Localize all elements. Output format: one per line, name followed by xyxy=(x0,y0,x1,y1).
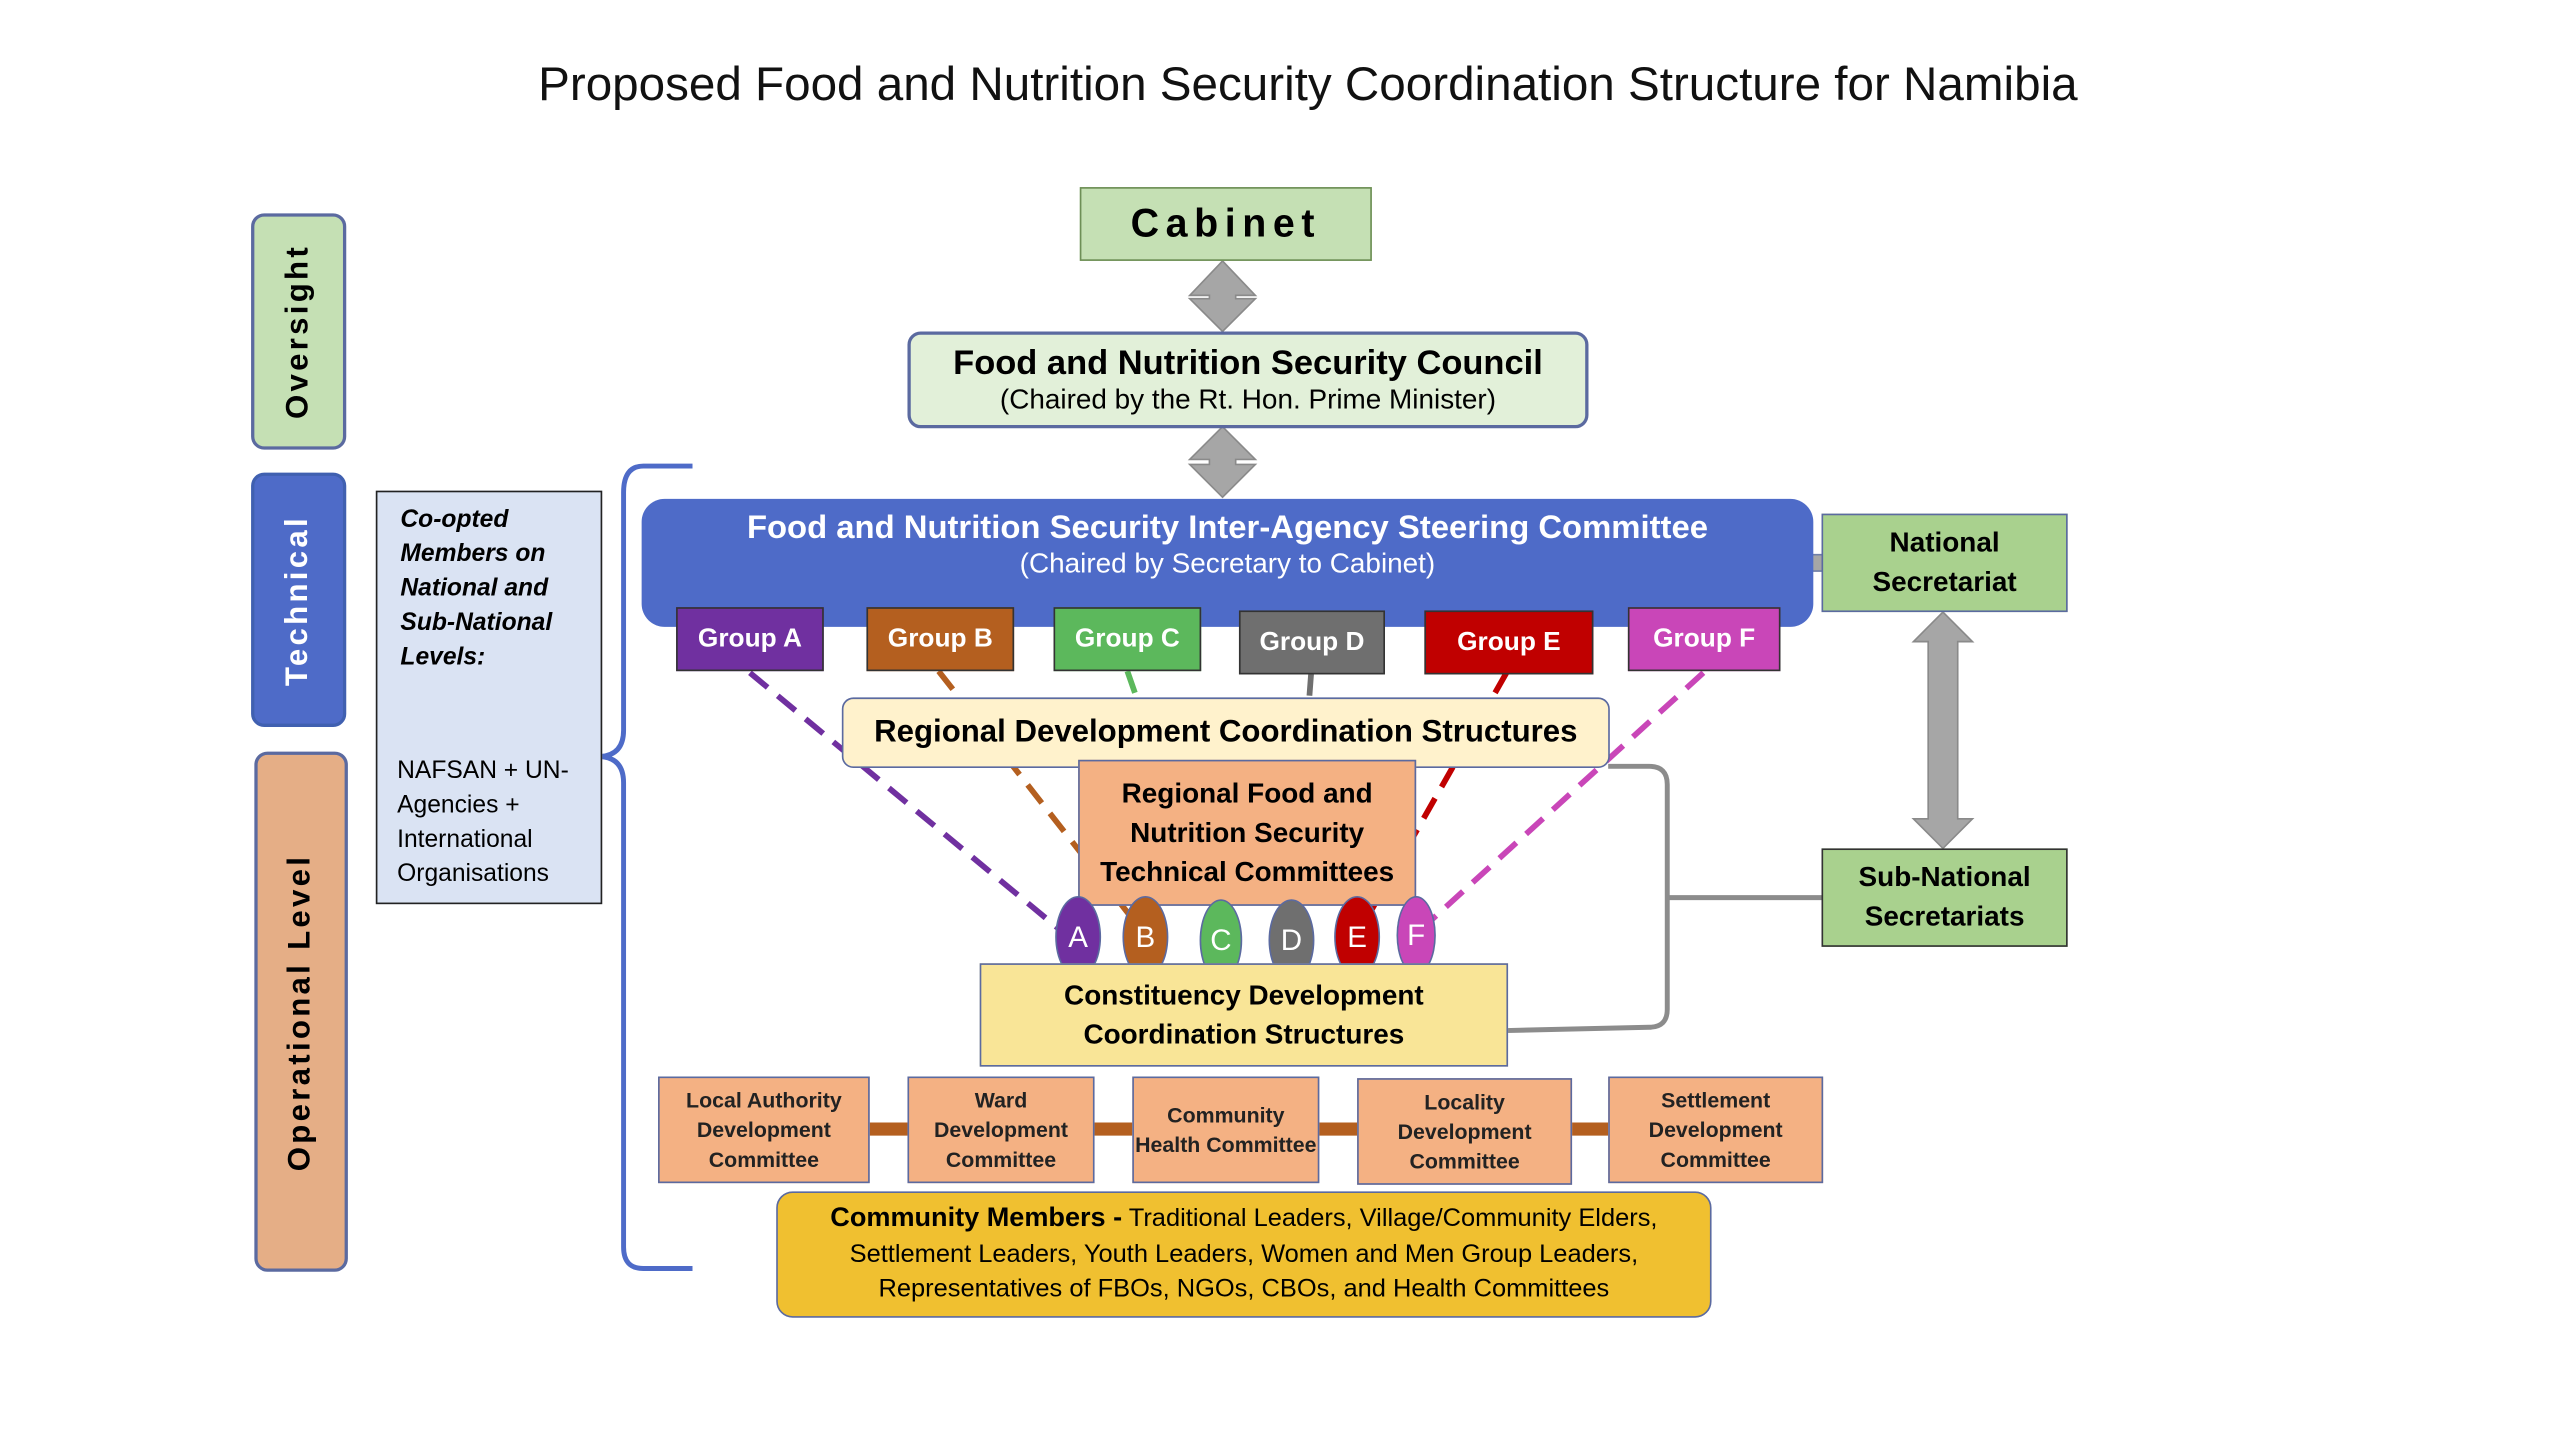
group-b: Group B xyxy=(866,607,1015,672)
steering-name: Food and Nutrition Security Inter-Agency… xyxy=(746,509,1708,546)
community-members-text: Community Members - Traditional Leaders,… xyxy=(794,1202,1693,1308)
coopted-members-box: Co-opted Members on National and Sub-Nat… xyxy=(375,490,603,905)
coopted-members: NAFSAN + UN-Agencies + International Org… xyxy=(397,756,569,888)
arrow-council-steering xyxy=(1187,425,1258,499)
community-members-box: Community Members - Traditional Leaders,… xyxy=(776,1191,1712,1318)
level-oversight: Oversight xyxy=(251,213,347,450)
community-heading: Community Members - xyxy=(830,1203,1123,1233)
arrow-cabinet-council xyxy=(1187,259,1258,333)
group-c: Group C xyxy=(1053,607,1202,672)
council-name: Food and Nutrition Security Council xyxy=(953,343,1543,382)
oval-f: F xyxy=(1396,895,1436,975)
constituency-box: Constituency Development Coordination St… xyxy=(979,963,1509,1067)
regional-fns-box: Regional Food and Nutrition Security Tec… xyxy=(1078,759,1417,906)
page-title: Proposed Food and Nutrition Security Coo… xyxy=(538,59,2078,112)
committee-ward: Ward Development Committee xyxy=(907,1076,1095,1184)
group-e: Group E xyxy=(1424,610,1594,675)
coopted-heading: Co-opted Members on National and Sub-Nat… xyxy=(400,505,553,672)
steering-chair: (Chaired by Secretary to Cabinet) xyxy=(1019,547,1436,579)
steering-committee-box: Food and Nutrition Security Inter-Agency… xyxy=(641,498,1814,627)
community-list: Traditional Leaders, Village/Community E… xyxy=(849,1204,1658,1304)
council-box: Food and Nutrition Security Council (Cha… xyxy=(907,331,1589,429)
committee-locality: Locality Development Committee xyxy=(1357,1078,1573,1185)
group-f: Group F xyxy=(1627,607,1781,672)
committee-settlement: Settlement Development Committee xyxy=(1608,1076,1824,1184)
level-operational: Operational Level xyxy=(254,751,348,1272)
committee-local-authority: Local Authority Development Committee xyxy=(658,1076,870,1184)
subnational-secretariats-box: Sub-National Secretariats xyxy=(1821,848,2068,947)
cabinet-box: Cabinet xyxy=(1079,187,1372,261)
regional-dev-box: Regional Development Coordination Struct… xyxy=(841,697,1610,768)
council-chair: (Chaired by the Rt. Hon. Prime Minister) xyxy=(999,383,1497,415)
committee-community-health: Community Health Committee xyxy=(1132,1076,1320,1184)
secretariat-bracket xyxy=(1506,763,1670,1034)
group-a: Group A xyxy=(676,607,824,672)
level-technical: Technical xyxy=(251,472,347,727)
national-secretariat-box: National Secretariat xyxy=(1821,513,2068,613)
arrow-national-subnational xyxy=(1911,610,1975,850)
line-group-f xyxy=(1412,670,1706,938)
group-d: Group D xyxy=(1238,610,1386,675)
line-group-a xyxy=(748,670,1069,938)
